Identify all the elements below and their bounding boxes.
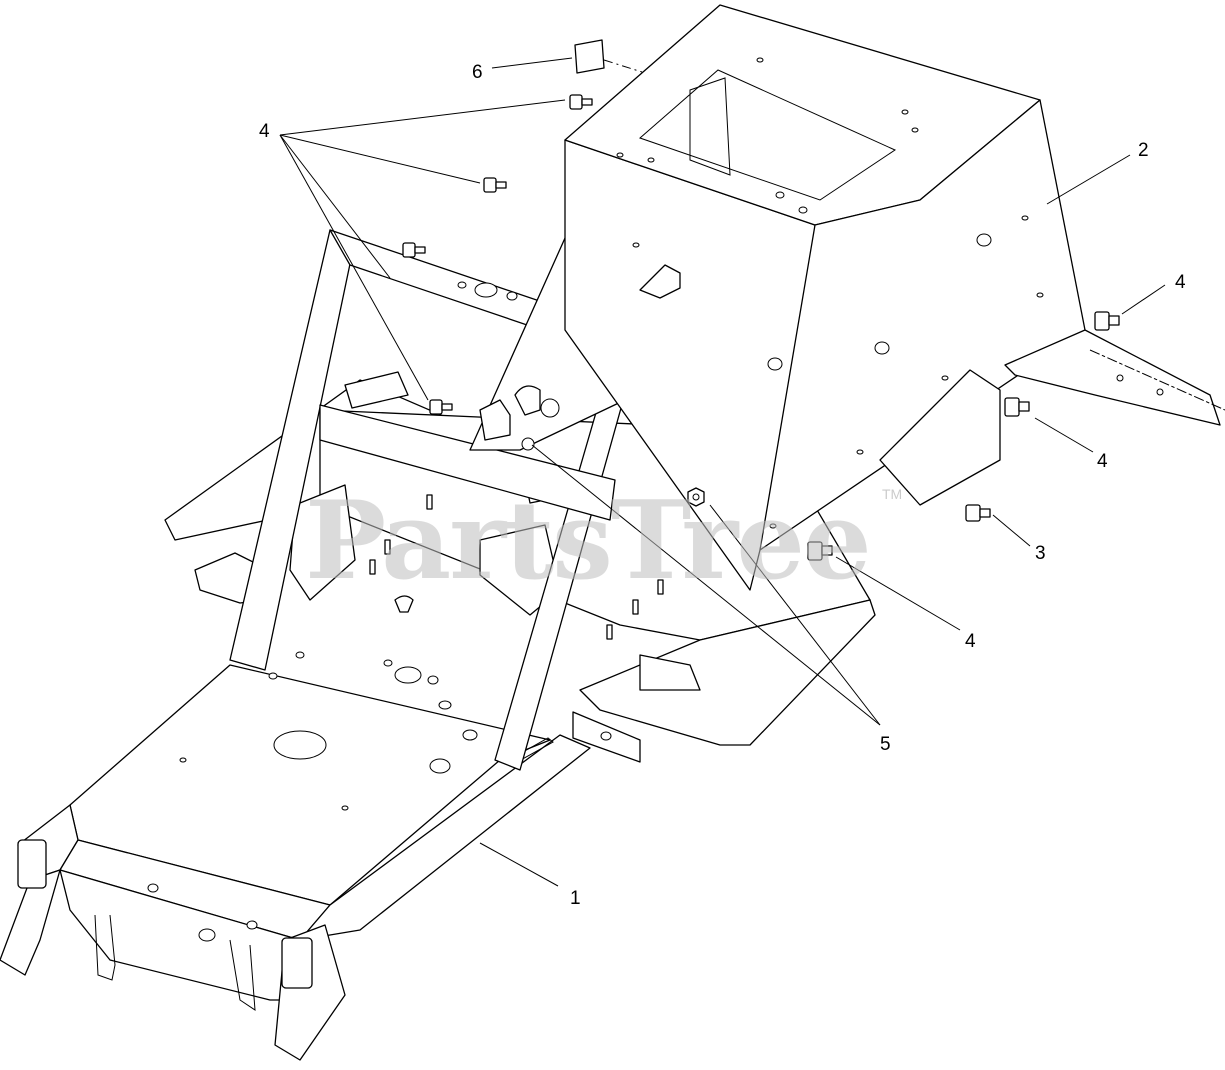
bolt-icon xyxy=(402,242,426,258)
upright-tower xyxy=(229,4,1225,771)
screw-icon xyxy=(965,504,991,522)
callouts: 1 2 3 4 4 4 4 5 6 xyxy=(259,62,1186,909)
watermark-text: PartsTree xyxy=(305,478,870,604)
leader-lines xyxy=(279,57,1166,887)
bolt-icon xyxy=(569,94,593,110)
callout-4-right-lower: 4 xyxy=(965,631,976,652)
callout-1: 1 xyxy=(570,888,581,909)
callout-6: 6 xyxy=(472,62,483,83)
decal-part-6 xyxy=(574,39,605,74)
bolt-icon xyxy=(1094,311,1120,331)
base-frame xyxy=(0,651,591,1061)
bolt-icon xyxy=(807,541,833,561)
callout-2: 2 xyxy=(1138,140,1149,161)
callout-4-right-middle: 4 xyxy=(1097,451,1108,472)
callout-5: 5 xyxy=(880,734,891,755)
watermark: PartsTree TM xyxy=(305,478,902,604)
hardware xyxy=(402,39,1120,561)
callout-4-upper-left: 4 xyxy=(259,121,270,142)
bolt-icon xyxy=(483,177,507,193)
callout-4-right-top: 4 xyxy=(1175,272,1186,293)
bolt-icon xyxy=(429,399,453,415)
nut-icon xyxy=(687,487,705,507)
floor-hole xyxy=(273,730,327,760)
watermark-trademark: TM xyxy=(882,486,902,502)
callout-3: 3 xyxy=(1035,543,1046,564)
bolt-icon xyxy=(1004,397,1030,417)
